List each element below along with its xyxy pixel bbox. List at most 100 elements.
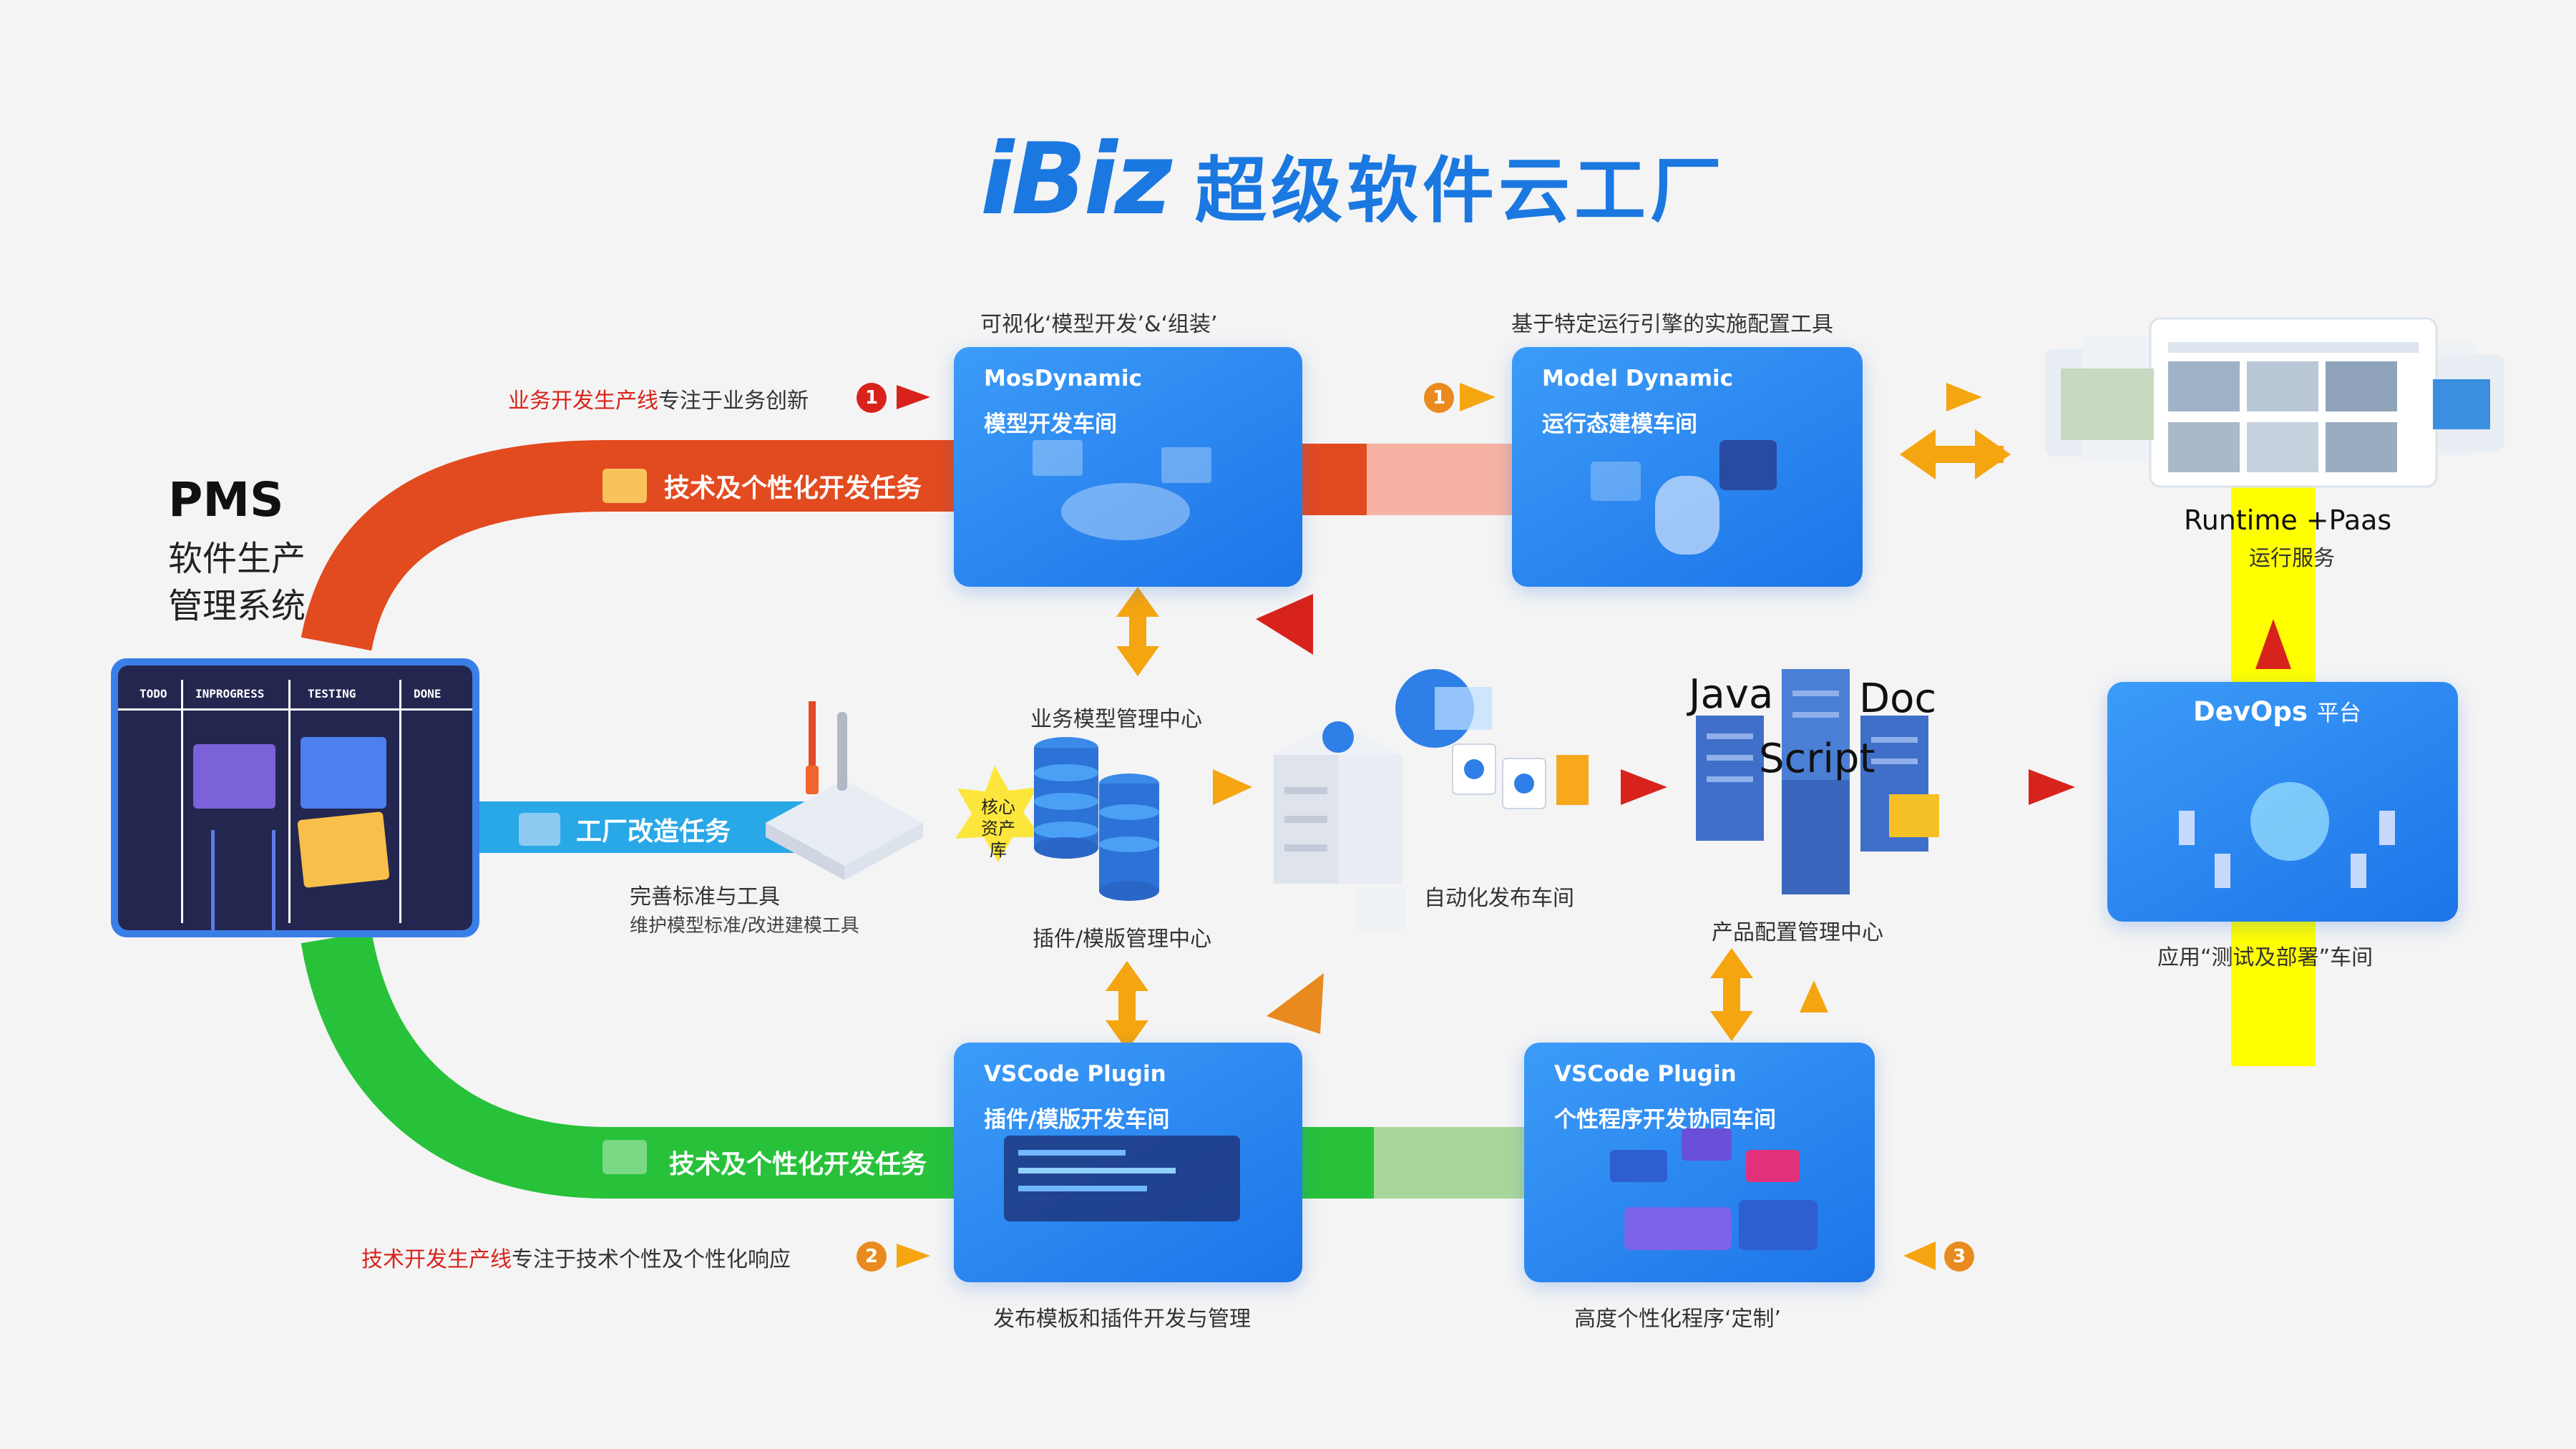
runtime-title: Runtime +Paas: [2184, 504, 2392, 536]
top-line-highlight: 业务开发生产线: [508, 389, 658, 414]
vsc1-card-subtitle: 插件/模版开发车间: [984, 1107, 1170, 1133]
kanban-col-testing: TESTING: [308, 687, 356, 701]
core-asset-line2: 资产库: [981, 819, 1015, 860]
top-line-rest: 专注于业务创新: [658, 389, 809, 414]
languages-illustration: [1610, 1128, 1839, 1272]
model-caption: 基于特定运行引擎的实施配置工具: [1511, 312, 1833, 337]
publish-top-arrow: [1256, 594, 1313, 655]
plugin-template-center: 插件/模版管理中心: [1033, 927, 1212, 952]
robot-illustration: [1591, 433, 1791, 569]
pms-subtitle-line1: 软件生产: [168, 539, 306, 579]
sticky-note-icon: [602, 469, 647, 503]
top-lane-arrow: [897, 385, 930, 409]
runtime-screens: [2045, 317, 2504, 488]
product-server-racks: [1696, 669, 1939, 894]
runtime-subtitle: 运行服务: [2249, 546, 2335, 571]
chart-note-icon: [602, 1140, 647, 1174]
pms-title: PMS: [168, 472, 284, 527]
badge-3: 3: [1944, 1241, 1974, 1272]
runtime-double-arrow: [1900, 429, 2011, 479]
mos-card-title: MosDynamic: [984, 366, 1142, 391]
kanban-board: TODO INPROGRESS TESTING DONE: [111, 658, 479, 937]
kanban-card-blue: [301, 737, 386, 809]
devops-network-illustration: [2172, 746, 2401, 904]
kanban-ladder: [211, 830, 275, 930]
model-card-subtitle: 运行态建模车间: [1542, 411, 1697, 437]
devops-card[interactable]: DevOps 平台: [2107, 682, 2458, 922]
kanban-card-purple: [193, 744, 275, 809]
devops-card-title: DevOps 平台: [2193, 695, 2361, 727]
tech-java: Java: [1689, 671, 1774, 718]
bottom-line-description: 技术开发生产线专注于技术个性及个性化响应: [361, 1241, 791, 1273]
top-lane-label: 技术及个性化开发任务: [664, 474, 922, 503]
kanban-col-todo: TODO: [140, 687, 167, 701]
kanban-card-yellow: [297, 811, 390, 889]
page-title: 超级软件云工厂: [1195, 149, 1726, 233]
bottom-lane-arrow: [897, 1244, 930, 1268]
publish-in-arrow: [1213, 769, 1252, 805]
product-vsc-arrow: [1710, 948, 1753, 1041]
devops-title-suffix: 平台: [2316, 701, 2361, 726]
vsc2-card-subtitle: 个性程序开发协同车间: [1554, 1107, 1776, 1133]
vscode-plugin-card[interactable]: VSCode Plugin 插件/模版开发车间: [954, 1043, 1302, 1282]
vscode-plugin-collab-card[interactable]: VSCode Plugin 个性程序开发协同车间: [1524, 1043, 1875, 1282]
code-screen-illustration: [1004, 1136, 1247, 1264]
tech-doc: Doc: [1859, 675, 1937, 722]
product-config-center: 产品配置管理中心: [1712, 920, 1883, 945]
top-lane-connector-light: [1367, 444, 1517, 515]
vsc2-card-title: VSCode Plugin: [1554, 1061, 1737, 1087]
devops-title: DevOps: [2193, 696, 2308, 727]
badge-1: 1: [857, 383, 887, 413]
product-in-arrow: [1621, 769, 1667, 805]
bottom-lane-connector-light: [1374, 1127, 1524, 1199]
pms-subtitle: 软件生产 管理系统: [168, 535, 306, 630]
bottom-lane-connector-green: [1302, 1127, 1374, 1199]
tool-subtitle: 维护模型标准/改进建模工具: [630, 915, 859, 937]
kanban-col-done: DONE: [414, 687, 441, 701]
bottom-lane-label: 技术及个性化开发任务: [669, 1150, 927, 1179]
bottom-lane-band: [301, 931, 959, 1199]
top-lane-connector-red: [1302, 444, 1367, 515]
mos-center-arrow: [1116, 587, 1159, 676]
team-meeting-illustration: [1033, 440, 1219, 562]
plugin-vsc-arrow: [1106, 961, 1148, 1050]
mos-caption: 可视化‘模型开发’&‘组装’: [980, 312, 1218, 337]
vsc1-caption: 发布模板和插件开发与管理: [993, 1307, 1251, 1332]
publish-server: [1274, 669, 1589, 930]
top-lane-band: [301, 440, 959, 652]
vsc2-in-arrow: [1903, 1241, 1936, 1270]
pms-subtitle-line2: 管理系统: [168, 586, 306, 626]
bottom-line-rest: 专注于技术个性及个性化响应: [512, 1247, 791, 1272]
badge-2: 2: [857, 1241, 887, 1272]
vsc1-card-title: VSCode Plugin: [984, 1061, 1166, 1087]
runtime-in-arrow: [1946, 383, 1982, 411]
tool-illustration: [766, 701, 923, 880]
model-card-title: Model Dynamic: [1542, 366, 1734, 391]
business-model-center: 业务模型管理中心: [1030, 707, 1202, 732]
tool-title: 完善标准与工具: [630, 884, 780, 909]
pillar-up-arrow: [2255, 619, 2291, 669]
core-asset-line1: 核心: [981, 797, 1015, 817]
vsc2-caption: 高度个性化程序‘定制’: [1574, 1307, 1782, 1332]
model-in-arrow: [1460, 383, 1496, 411]
auto-publish-workshop: 自动化发布车间: [1424, 886, 1574, 911]
mos-dynamic-card[interactable]: MosDynamic 模型开发车间: [954, 347, 1302, 587]
core-asset-label: 核心 资产库: [977, 796, 1020, 861]
tech-script: Script: [1759, 736, 1875, 782]
kanban-board-inner: TODO INPROGRESS TESTING DONE: [118, 665, 472, 930]
middle-lane-label: 工厂改造任务: [576, 817, 731, 847]
bottom-line-highlight: 技术开发生产线: [361, 1247, 512, 1272]
business-db-stack: [1034, 737, 1159, 901]
ibiz-logo: iBiz: [980, 122, 1172, 237]
badge-1b: 1: [1424, 383, 1454, 413]
vsc2-up-arrow: [1800, 980, 1828, 1013]
core-asset-star: [955, 766, 1041, 862]
devops-caption: 应用“测试及部署”车间: [2157, 945, 2373, 970]
top-line-description: 业务开发生产线专注于业务创新: [508, 383, 809, 414]
kanban-col-inprogress: INPROGRESS: [195, 687, 265, 701]
publish-bottom-arrow: [1267, 973, 1324, 1034]
devops-in-arrow: [2029, 769, 2075, 805]
mos-card-subtitle: 模型开发车间: [984, 411, 1117, 437]
model-dynamic-card[interactable]: Model Dynamic 运行态建模车间: [1512, 347, 1863, 587]
